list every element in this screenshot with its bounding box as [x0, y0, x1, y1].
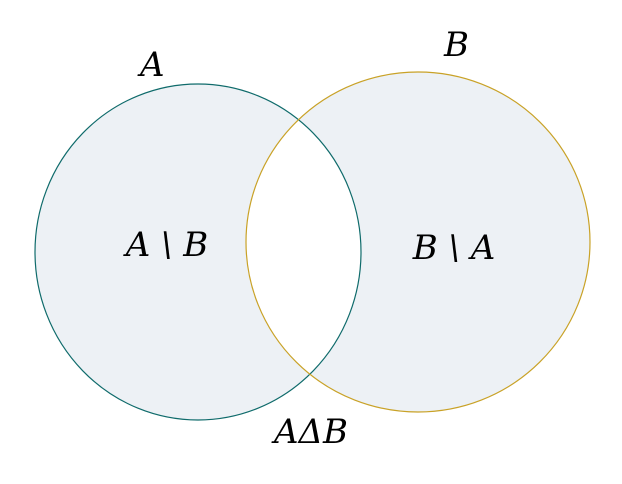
symmetric-difference-label: AΔB — [271, 412, 348, 452]
region-b-minus-a-label: B \ A — [412, 228, 496, 268]
region-a-minus-b-label: A \ B — [123, 225, 209, 265]
set-b-circle — [245, 71, 591, 413]
set-b-label: B — [443, 25, 469, 65]
set-a-circle — [34, 83, 362, 421]
set-a-label: A — [137, 45, 165, 85]
